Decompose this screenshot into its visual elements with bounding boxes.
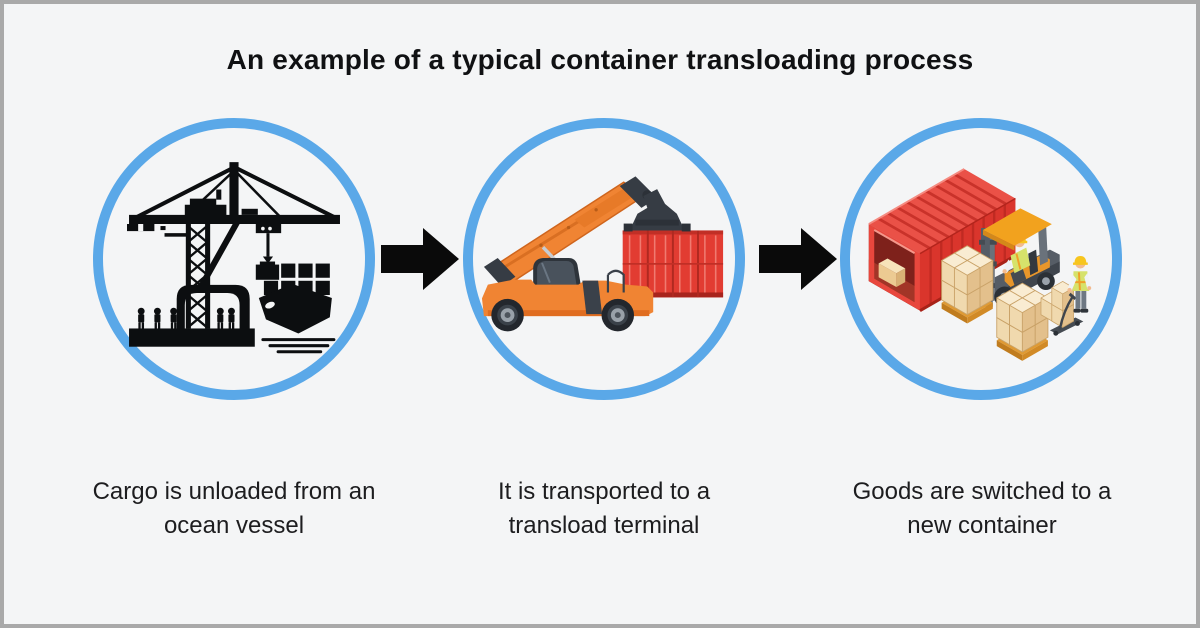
port-crane-ship-icon	[126, 161, 340, 353]
arrow-right-icon	[759, 228, 837, 290]
step-circle-2	[463, 118, 745, 400]
step-circle-3	[840, 118, 1122, 400]
page-title: An example of a typical container transl…	[226, 44, 974, 75]
reach-stacker-icon	[481, 176, 724, 332]
container-loading-icon	[868, 168, 1092, 361]
arrow-right-icon	[381, 228, 459, 290]
step-caption-1: Cargo is unloaded from an ocean vessel	[92, 478, 376, 540]
step-caption-2: It is transported to a transload termina…	[497, 478, 711, 540]
step-circle-1	[93, 118, 375, 400]
step-caption-3: Goods are switched to a new container	[852, 478, 1112, 540]
